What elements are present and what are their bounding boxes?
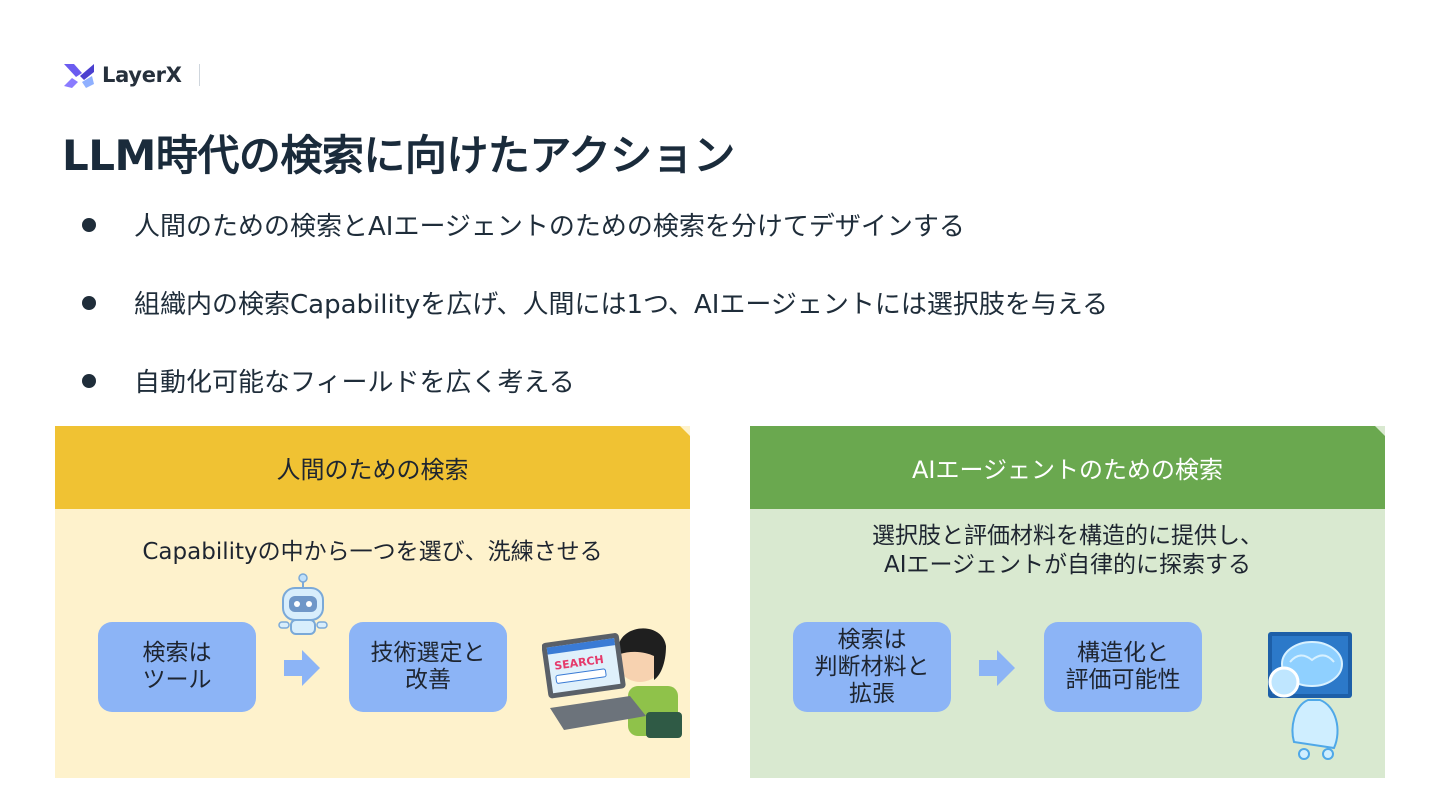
arrow-right-icon bbox=[977, 648, 1017, 688]
panel-subtitle: 選択肢と評価材料を構造的に提供し、 AIエージェントが自律的に探索する bbox=[750, 522, 1385, 580]
header-divider bbox=[199, 64, 200, 86]
bullet-text: 人間のための検索とAIエージェントのための検索を分けてデザインする bbox=[134, 206, 965, 243]
robot-icon bbox=[277, 572, 329, 638]
bullet-item: 自動化可能なフィールドを広く考える bbox=[82, 362, 575, 399]
ai-agent-search-panel: AIエージェントのための検索 選択肢と評価材料を構造的に提供し、 AIエージェン… bbox=[750, 426, 1385, 778]
layerx-logo-icon bbox=[62, 60, 96, 90]
arrow-right-icon bbox=[282, 648, 322, 688]
page-title: LLM時代の検索に向けたアクション bbox=[62, 122, 735, 183]
panel-heading: 人間のための検索 bbox=[55, 426, 690, 509]
ai-brain-icon bbox=[1264, 630, 1356, 760]
concept-box: 技術選定と 改善 bbox=[349, 622, 507, 712]
bullet-dot bbox=[82, 374, 96, 388]
concept-box: 構造化と 評価可能性 bbox=[1044, 622, 1202, 712]
bullet-text: 自動化可能なフィールドを広く考える bbox=[134, 362, 575, 399]
bullet-dot bbox=[82, 296, 96, 310]
bullet-item: 組織内の検索Capabilityを広げ、人間には1つ、AIエージェントには選択肢… bbox=[82, 284, 1108, 321]
bullet-item: 人間のための検索とAIエージェントのための検索を分けてデザインする bbox=[82, 206, 965, 243]
concept-box: 検索は 判断材料と 拡張 bbox=[793, 622, 951, 712]
bullet-dot bbox=[82, 218, 96, 232]
layerx-logo: LayerX bbox=[62, 60, 182, 90]
logo-text: LayerX bbox=[102, 63, 182, 87]
panel-subtitle: Capabilityの中から一つを選び、洗練させる bbox=[55, 532, 690, 566]
person-laptop-icon: SEARCH bbox=[542, 616, 688, 740]
bullet-text: 組織内の検索Capabilityを広げ、人間には1つ、AIエージェントには選択肢… bbox=[134, 284, 1108, 321]
concept-box: 検索は ツール bbox=[98, 622, 256, 712]
human-search-panel: 人間のための検索 Capabilityの中から一つを選び、洗練させる 検索は ツ… bbox=[55, 426, 690, 778]
panel-heading: AIエージェントのための検索 bbox=[750, 426, 1385, 509]
